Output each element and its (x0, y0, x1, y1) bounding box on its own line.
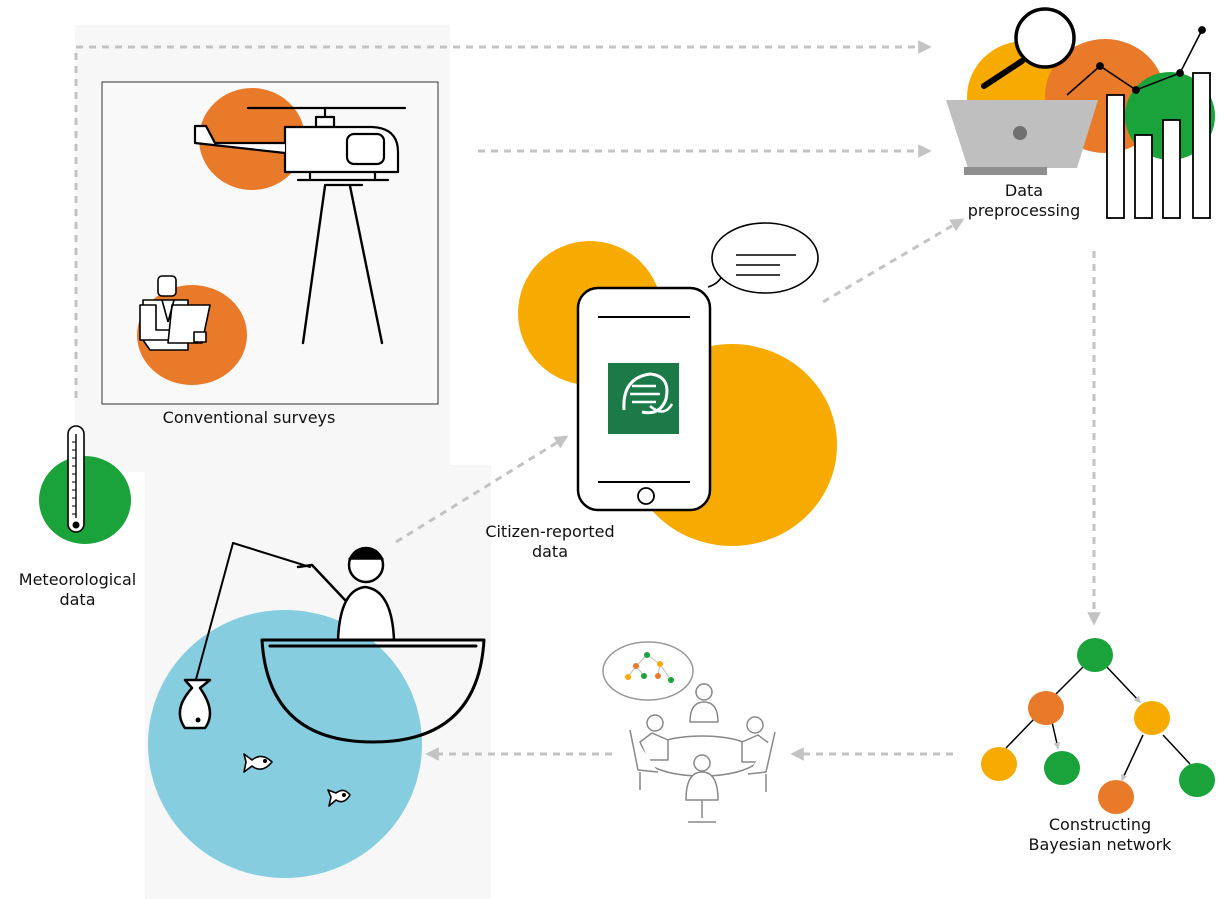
label-conventional-surveys: Conventional surveys (162, 408, 336, 427)
label-citizen-reported-data: Citizen-reported data (485, 522, 615, 561)
water-circle (148, 610, 422, 878)
bar-chart-icon (1066, 26, 1211, 219)
magnifier-icon (981, 7, 1076, 89)
app-logo-icon (608, 363, 679, 434)
fisherman-boat-icon (178, 542, 486, 744)
thermometer-icon (39, 425, 131, 544)
helicopter-icon (193, 106, 407, 345)
flow-arrows (74, 40, 1101, 761)
speech-bubble-icon (707, 222, 819, 294)
fish-icon (243, 753, 351, 807)
laptop-icon (946, 100, 1098, 175)
arrow-meteorological-to-preprocessing (74, 40, 932, 398)
bayesian-network-icon (981, 638, 1215, 814)
label-meteorological-data: Meteorological data (18, 570, 137, 609)
label-constructing-bayesian-network: Constructing Bayesian network (1028, 815, 1172, 854)
surveyor-icon (139, 275, 211, 351)
meeting-table-icon (602, 641, 776, 823)
arrow-citizen-to-preprocessing (822, 218, 965, 304)
label-data-preprocessing: Data preprocessing (967, 181, 1081, 220)
